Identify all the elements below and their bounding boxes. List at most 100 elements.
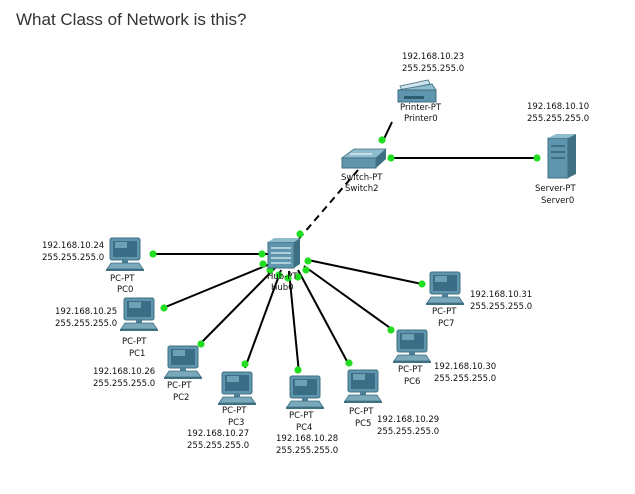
link-hub0-pc1[interactable] — [162, 263, 271, 309]
pc1-ip: 192.168.10.25 — [55, 307, 117, 317]
device-pc3[interactable]: PC-PT PC3 192.168.10.27 255.255.255.0 — [187, 371, 257, 451]
link-light — [378, 136, 386, 144]
server0-name: Server0 — [541, 196, 574, 206]
pc2-type: PC-PT — [167, 381, 192, 391]
hub0-type: Hub-PT — [267, 272, 298, 282]
link-hub0-pc5[interactable] — [297, 269, 350, 366]
device-pc0[interactable]: 192.168.10.24 255.255.255.0 PC-PT PC0 — [42, 237, 145, 295]
switch-icon — [340, 148, 388, 169]
pc-icon — [392, 329, 432, 364]
pc4-type: PC-PT — [289, 411, 314, 421]
pc5-name: PC5 — [355, 419, 371, 429]
printer0-mask: 255.255.255.0 — [402, 64, 464, 74]
printer0-type: Printer-PT — [400, 103, 442, 113]
link-hub0-pc3[interactable] — [244, 269, 282, 369]
pc1-mask: 255.255.255.0 — [55, 319, 117, 329]
pc5-type: PC-PT — [349, 407, 374, 417]
link-light — [387, 154, 395, 162]
pc0-type: PC-PT — [110, 274, 135, 284]
pc5-ip: 192.168.10.29 — [377, 415, 439, 425]
hub-icon — [267, 238, 300, 269]
pc2-name: PC2 — [173, 393, 189, 403]
device-server0[interactable]: 192.168.10.10 255.255.255.0 Server-PT Se… — [527, 102, 589, 206]
pc2-ip: 192.168.10.26 — [93, 367, 155, 377]
link-lights — [149, 136, 541, 374]
link-light — [160, 304, 168, 312]
pc6-ip: 192.168.10.30 — [434, 362, 496, 372]
server-icon — [547, 134, 576, 179]
pc7-type: PC-PT — [432, 307, 457, 317]
pc4-name: PC4 — [296, 423, 312, 433]
pc1-type: PC-PT — [122, 337, 147, 347]
device-pc7[interactable]: 192.168.10.31 255.255.255.0 PC-PT PC7 — [425, 271, 532, 329]
device-pc2[interactable]: 192.168.10.26 255.255.255.0 PC-PT PC2 — [93, 345, 203, 403]
pc0-name: PC0 — [117, 285, 133, 295]
link-light — [296, 230, 304, 238]
pc7-mask: 255.255.255.0 — [470, 302, 532, 312]
link-hub0-pc6[interactable] — [303, 265, 394, 331]
pc4-mask: 255.255.255.0 — [276, 446, 338, 456]
device-hub0[interactable]: Hub-PT Hub0 — [267, 238, 300, 293]
link-light — [418, 280, 426, 288]
link-light — [294, 366, 302, 374]
device-printer0[interactable]: 192.168.10.23 255.255.255.0 Printer-PT P… — [397, 52, 464, 124]
link-light — [258, 250, 266, 258]
link-light — [387, 326, 395, 334]
pc1-name: PC1 — [129, 349, 145, 359]
pc4-ip: 192.168.10.28 — [276, 434, 338, 444]
pc7-name: PC7 — [438, 319, 454, 329]
device-pc6[interactable]: PC-PT PC6 192.168.10.30 255.255.255.0 — [392, 329, 496, 387]
pc3-type: PC-PT — [222, 406, 247, 416]
link-switch2-hub0[interactable] — [296, 169, 359, 242]
link-light — [275, 271, 283, 279]
link-light — [149, 250, 157, 258]
link-hub0-pc4[interactable] — [288, 270, 300, 374]
pc2-mask: 255.255.255.0 — [93, 379, 155, 389]
pc3-ip: 192.168.10.27 — [187, 429, 249, 439]
switch2-name: Switch2 — [345, 184, 379, 194]
pc3-mask: 255.255.255.0 — [187, 441, 249, 451]
pc-icon — [285, 375, 325, 410]
link-light — [304, 257, 312, 265]
server0-ip: 192.168.10.10 — [527, 102, 589, 112]
cables — [152, 121, 540, 374]
link-light — [197, 340, 205, 348]
link-light — [259, 260, 267, 268]
link-hub0-pc2[interactable] — [199, 267, 276, 345]
link-light — [345, 359, 353, 367]
printer-icon — [397, 79, 437, 103]
link-hub0-pc7[interactable] — [307, 259, 423, 285]
pc6-type: PC-PT — [398, 365, 423, 375]
printer0-name: Printer0 — [404, 114, 438, 124]
pc5-mask: 255.255.255.0 — [377, 427, 439, 437]
link-light — [533, 154, 541, 162]
device-switch2[interactable]: Switch-PT Switch2 — [340, 148, 388, 194]
switch2-type: Switch-PT — [341, 173, 383, 183]
pc-icon — [343, 369, 383, 404]
pc-icon — [105, 237, 145, 272]
device-pc5[interactable]: PC-PT PC5 192.168.10.29 255.255.255.0 — [343, 369, 439, 437]
pc6-name: PC6 — [404, 377, 420, 387]
question-text: What Class of Network is this? — [16, 10, 247, 29]
printer0-ip: 192.168.10.23 — [402, 52, 464, 62]
link-light — [241, 360, 249, 368]
pc0-ip: 192.168.10.24 — [42, 241, 104, 251]
pc-icon — [163, 345, 203, 380]
device-pc1[interactable]: 192.168.10.25 255.255.255.0 PC-PT PC1 — [55, 297, 159, 359]
pc-icon — [119, 297, 159, 332]
pc-icon — [425, 271, 465, 306]
link-light — [294, 273, 302, 281]
link-light — [302, 266, 310, 274]
hub0-name: Hub0 — [271, 283, 294, 293]
pc-icon — [217, 371, 257, 406]
pc6-mask: 255.255.255.0 — [434, 374, 496, 384]
device-pc4[interactable]: PC-PT PC4 192.168.10.28 255.255.255.0 — [276, 375, 338, 456]
pc0-mask: 255.255.255.0 — [42, 253, 104, 263]
pc7-ip: 192.168.10.31 — [470, 290, 532, 300]
server0-mask: 255.255.255.0 — [527, 114, 589, 124]
pc3-name: PC3 — [228, 418, 244, 428]
server0-type: Server-PT — [535, 184, 577, 194]
link-light — [284, 274, 292, 282]
